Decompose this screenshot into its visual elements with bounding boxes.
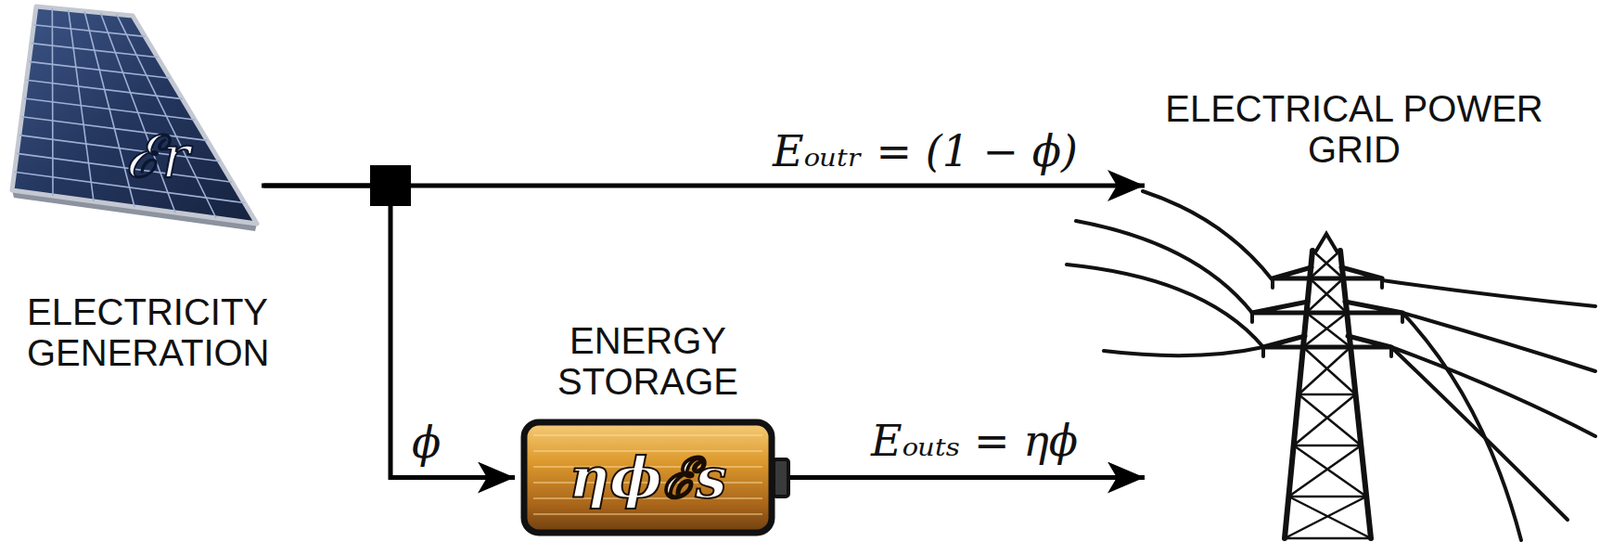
pylon	[1252, 233, 1403, 538]
battery-terminal	[773, 459, 789, 497]
lattice-brace	[1293, 394, 1362, 446]
lattice-brace	[1298, 346, 1357, 395]
label-slot: Eₒᵤₜₛ = ηϕ	[867, 416, 1082, 466]
power-line	[1402, 312, 1522, 540]
flow-label: Eₒᵤₜᵣ = (1 − ϕ)	[768, 127, 1082, 177]
lattice-brace	[1306, 278, 1348, 313]
panel-surface	[12, 6, 257, 224]
panel-cells	[14, 8, 245, 218]
generation-symbol: ℰr	[125, 127, 191, 187]
power-line	[1391, 346, 1596, 436]
flow-label: Eₒᵤₜₛ = ηϕ	[867, 416, 1082, 466]
cell-line	[26, 79, 183, 99]
lattice-brace	[1303, 312, 1351, 347]
power-grid: ELECTRICAL POWER GRID	[1150, 88, 1559, 538]
storage-symbol: ηϕℰs	[520, 449, 776, 506]
cell-line	[31, 43, 158, 58]
label-slot: ϕ	[408, 418, 445, 468]
text-slot: ELECTRICITY GENERATION	[26, 291, 333, 373]
flow-arrow	[790, 474, 1145, 480]
node-heading: ELECTRICAL POWER GRID	[1150, 88, 1559, 170]
energy-storage-battery: ηϕℰsENERGY STORAGE	[520, 418, 789, 537]
flow-arrow	[261, 183, 1145, 189]
text-slot: ELECTRICAL POWER GRID	[1150, 88, 1559, 170]
power-line	[1382, 280, 1596, 307]
power-line	[1142, 191, 1273, 281]
power-line	[1103, 346, 1264, 356]
text-slot: ℰr	[125, 127, 191, 187]
lattice-brace	[1309, 250, 1344, 279]
flow-label: ϕ	[408, 418, 445, 468]
cell-line	[16, 153, 232, 182]
pylon-lattice	[1284, 250, 1371, 538]
insulators	[1252, 278, 1403, 357]
crossarm	[1272, 267, 1383, 279]
node-heading: ENERGY STORAGE	[520, 320, 776, 402]
pylon-peak	[1315, 233, 1338, 253]
node-heading: ELECTRICITY GENERATION	[26, 291, 333, 373]
power-line	[1075, 220, 1253, 313]
streak	[533, 434, 763, 436]
power-line	[1391, 346, 1568, 520]
crossarm	[1263, 335, 1392, 347]
crossarm	[1252, 301, 1403, 313]
label-slot: Eₒᵤₜᵣ = (1 − ϕ)	[768, 127, 1082, 177]
cell-line	[33, 25, 145, 38]
flow-arrow	[263, 185, 515, 478]
cell-line	[24, 98, 195, 120]
lattice-brace	[1284, 496, 1371, 538]
power-line	[1066, 264, 1264, 347]
lattice-brace	[1288, 445, 1367, 497]
cell-line	[28, 61, 170, 78]
power-lines	[1066, 191, 1596, 540]
text-slot: ηϕℰs	[520, 449, 776, 506]
solar-panel: ℰrELECTRICITY GENERATION	[8, 4, 260, 251]
streak	[533, 512, 763, 515]
text-slot: ENERGY STORAGE	[520, 320, 776, 402]
